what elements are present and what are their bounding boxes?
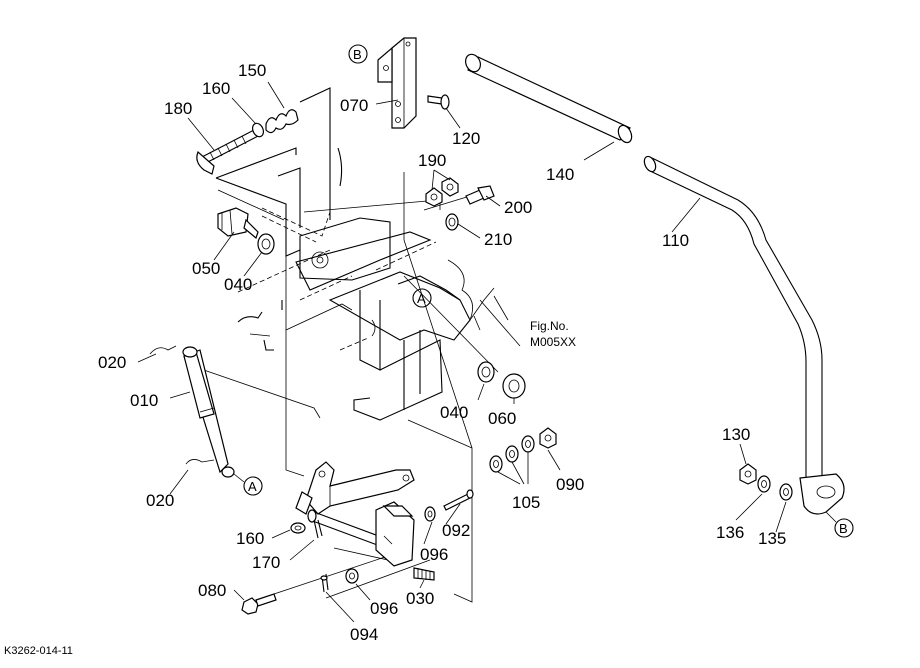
callout-050: 050	[192, 259, 220, 278]
handle-110	[643, 155, 845, 515]
callout-030: 030	[406, 589, 434, 608]
callout-040: 040	[224, 275, 252, 294]
bolt-200	[465, 185, 495, 205]
washer-135	[779, 483, 793, 501]
callout-140: 140	[546, 165, 574, 184]
pin-094	[320, 573, 329, 593]
nut-060	[502, 373, 526, 399]
callout-040-lower: 040	[440, 403, 468, 422]
callout-094: 094	[350, 625, 378, 644]
callout-060: 060	[488, 409, 516, 428]
fig-ref-line1: Fig.No.	[530, 319, 569, 333]
svg-text:B: B	[839, 521, 848, 536]
pedal-bracket	[295, 461, 435, 581]
washer-210	[445, 213, 459, 231]
callout-150: 150	[238, 61, 266, 80]
callout-120: 120	[452, 129, 480, 148]
drawing-code: K3262-014-11	[4, 645, 73, 657]
bracket-070	[377, 37, 417, 129]
washer-160-lower	[290, 522, 306, 534]
marker-b-leader	[825, 511, 837, 523]
nut-190	[425, 177, 459, 207]
callout-190: 190	[418, 151, 446, 170]
marker-a-leader	[233, 473, 245, 483]
marker-b-lower: B	[834, 518, 854, 538]
bushing-040-upper	[257, 233, 275, 255]
callout-090: 090	[556, 475, 584, 494]
washer-096-upper	[424, 506, 436, 522]
marker-a-spring: A	[243, 476, 263, 496]
tube-140	[465, 53, 633, 144]
callout-096-lower: 096	[370, 599, 398, 618]
bolt-080	[241, 593, 277, 615]
callout-130: 130	[722, 425, 750, 444]
spring-assembly	[196, 109, 299, 175]
callout-160-lower: 160	[236, 529, 264, 548]
washer-096-lower	[345, 568, 359, 584]
svg-text:B: B	[353, 47, 362, 62]
callout-080: 080	[198, 581, 226, 600]
callout-010: 010	[130, 391, 158, 410]
callout-136: 136	[716, 523, 744, 542]
callout-105: 105	[512, 493, 540, 512]
bushing-040-lower	[477, 361, 495, 383]
callout-170: 170	[252, 553, 280, 572]
nut-130	[739, 463, 757, 485]
callout-020: 020	[98, 353, 126, 372]
callout-096: 096	[420, 545, 448, 564]
pin-092	[443, 489, 474, 511]
callout-leaders	[137, 81, 787, 623]
callout-110: 110	[662, 231, 689, 250]
callout-135: 135	[758, 529, 786, 548]
marker-a-frame: A	[412, 288, 432, 308]
frame-outline	[215, 87, 495, 421]
callout-210: 210	[484, 230, 512, 249]
fig-ref-line2: M005XX	[530, 335, 576, 349]
callout-180: 180	[164, 99, 192, 118]
bolt-120	[427, 94, 450, 110]
washers-105	[489, 435, 535, 473]
callout-020-lower: 020	[146, 491, 174, 510]
bolt-050	[217, 207, 259, 240]
nut-090	[539, 427, 557, 449]
callout-160: 160	[202, 79, 230, 98]
svg-text:A: A	[417, 291, 426, 306]
leader-lines	[197, 88, 499, 603]
washer-136	[757, 475, 771, 493]
svg-text:A: A	[248, 479, 257, 494]
callout-070: 070	[340, 96, 368, 115]
gas-spring-010	[149, 345, 235, 478]
callout-200: 200	[504, 198, 532, 217]
clip-170	[313, 519, 323, 539]
callout-092: 092	[442, 521, 470, 540]
marker-b-upper: B	[348, 44, 368, 64]
